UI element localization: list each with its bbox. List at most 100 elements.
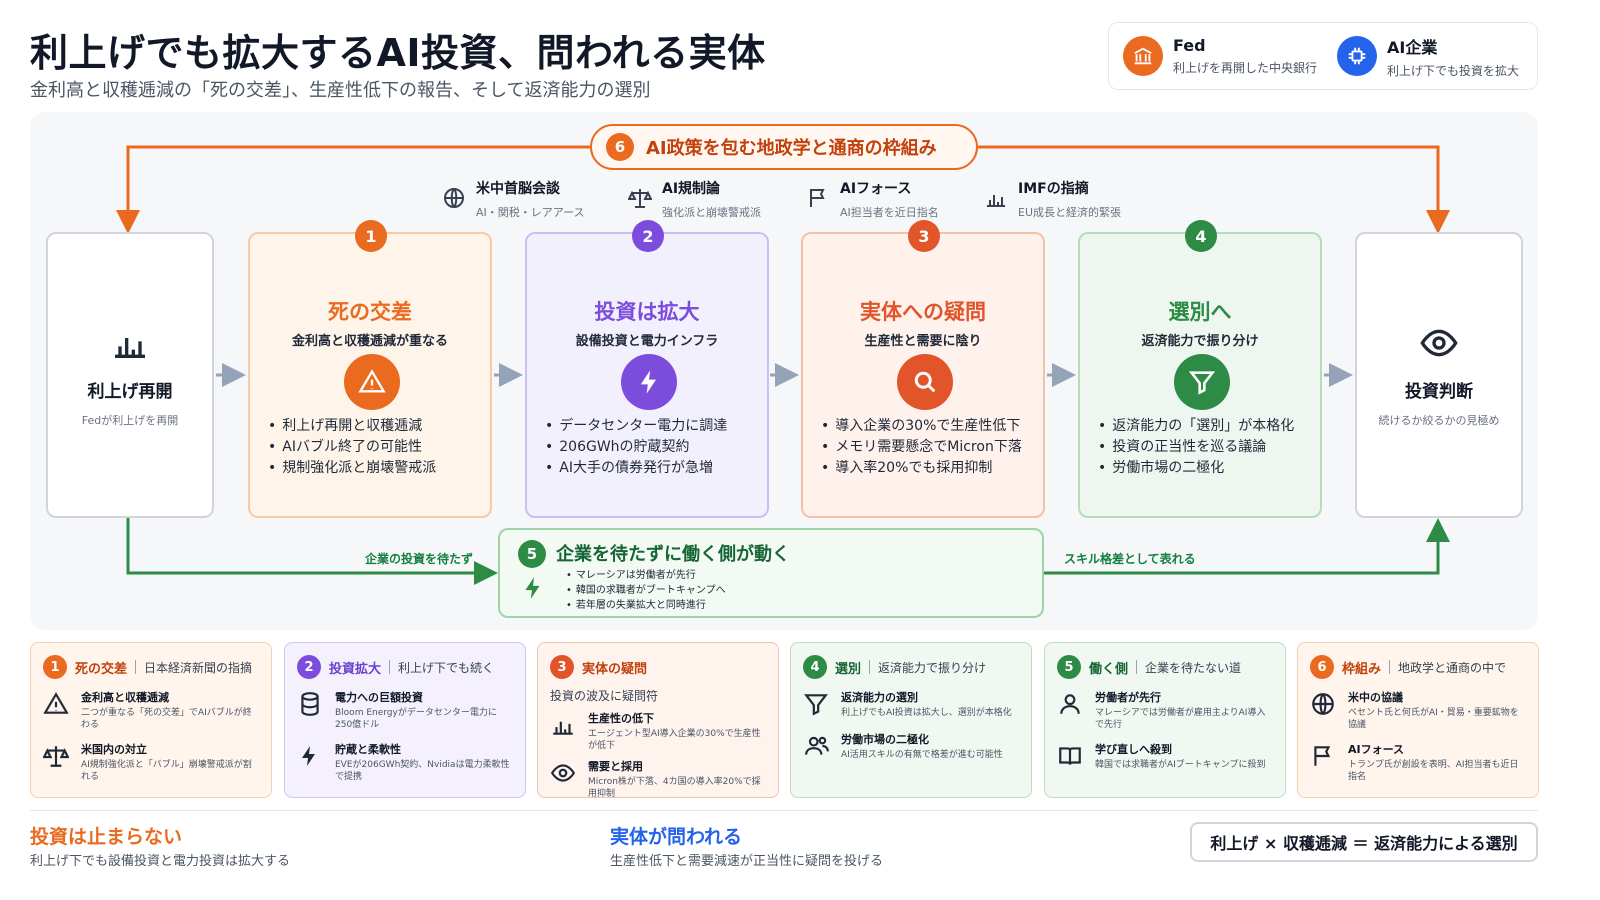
legend-item-fed: Fed 利上げを再開した中央銀行 — [1123, 36, 1317, 76]
stage-subtitle: 金利高と収穫逓減が重なる — [291, 334, 448, 349]
page-title: 利上げでも拡大するAI投資、問われる実体 — [30, 31, 766, 75]
card-item-title: 米中の協議 — [1348, 691, 1403, 704]
list-item: 韓国の求職者がブートキャンプへ — [566, 583, 726, 598]
card-item-desc: Bloom Energyがデータセンター電力に250億ドル — [335, 708, 497, 730]
investment-decision-box: 投資判断 続けるか絞るかの見極め — [1355, 232, 1523, 518]
geo-title: 米中首脳会談 — [476, 181, 560, 197]
card-item-desc: AI規制強化派と「バブル」崩壊警戒派が割れる — [81, 760, 252, 782]
geo-sub: AI・関税・レアアース — [476, 206, 585, 219]
list-item: 返済能力の「選別」が本格化 — [1098, 416, 1294, 437]
card-title: 選別 — [835, 661, 862, 677]
card-item-title: 返済能力の選別 — [841, 691, 918, 704]
lightning-icon — [525, 577, 540, 599]
card-title: 枠組み — [1342, 661, 1382, 677]
workers-move-title: 企業を待たずに働く側が動く — [556, 544, 790, 565]
bar-chart-icon — [550, 710, 578, 752]
legend: Fed 利上げを再開した中央銀行 AI企業 利上げ下でも投資を拡大 — [1108, 22, 1538, 90]
flag-icon — [810, 189, 825, 207]
globe-icon — [1310, 689, 1338, 731]
list-item: 投資の正当性を巡る議論 — [1098, 437, 1294, 458]
lightning-icon — [297, 741, 325, 783]
step-number: 3 — [908, 220, 940, 252]
chip-icon — [1337, 36, 1378, 76]
geo-title: AIフォース — [840, 181, 912, 197]
users-icon — [803, 731, 831, 763]
card-item-title: 金利高と収穫逓減 — [81, 691, 169, 704]
card-item-title: 電力への巨額投資 — [335, 691, 423, 704]
eye-icon — [1420, 329, 1458, 356]
step-number: 5 — [1057, 655, 1081, 679]
rate-hike-sub: Fedが利上げを再開 — [81, 413, 179, 427]
workers-move-bullets: マレーシアは労働者が先行 韓国の求職者がブートキャンプへ 若年層の失業拡大と同時… — [566, 568, 726, 613]
scale-icon — [628, 189, 652, 208]
list-item: 労働市場の二極化 — [1098, 458, 1294, 479]
card-item-desc: 二つが重なる「死の交差」でAIバブルが終わる — [81, 708, 252, 730]
card-title: 死の交差 — [75, 661, 128, 677]
geopolitics-banner-label: AI政策を包む地政学と通商の枠組み — [646, 138, 937, 159]
geo-item-summit: 米中首脳会談 AI・関税・レアアース — [442, 178, 585, 220]
card-item-desc: ベセント氏と何氏がAI・貿易・重要鉱物を協議 — [1348, 708, 1519, 730]
stage-title: 投資は拡大 — [594, 300, 700, 324]
step-number: 6 — [606, 133, 634, 161]
card-title: 働く側 — [1089, 661, 1129, 677]
card-item-desc: EVEが206GWh契約、Nvidiaは電力柔軟性で提携 — [335, 760, 510, 782]
bank-icon — [1123, 36, 1163, 76]
card-item-title: 労働市場の二極化 — [841, 733, 929, 746]
detail-card-3: 3 実体の疑問 投資の波及に疑問符 生産性の低下エージェント型AI導入企業の30… — [537, 642, 779, 800]
list-item: マレーシアは労働者が先行 — [566, 568, 726, 583]
formula-box: 利上げ × 収穫逓減 ＝ 返済能力による選別 — [1190, 822, 1538, 862]
step-number: 2 — [632, 220, 664, 252]
card-item-desc: AI活用スキルの有無で格差が進む可能性 — [841, 750, 1003, 760]
card-title: 投資拡大 — [329, 661, 382, 677]
page-subtitle: 金利高と収穫逓減の「死の交差」、生産性低下の報告、そして返済能力の選別 — [30, 80, 651, 101]
book-icon — [1057, 741, 1085, 773]
geopolitics-banner: 6 AI政策を包む地政学と通商の枠組み — [590, 124, 978, 170]
card-tag: 日本経済新聞の指摘 — [144, 660, 253, 675]
card-item-desc: トランプ氏が創設を表明、AI担当者も近日指名 — [1348, 760, 1519, 782]
card-item-title: 学び直しへ殺到 — [1095, 743, 1172, 756]
card-tag: 地政学と通商の中で — [1398, 660, 1507, 675]
footer-mid-sub: 生産性低下と需要減速が正当性に疑問を投げる — [610, 854, 884, 869]
search-icon — [897, 354, 953, 410]
warning-icon — [43, 689, 71, 731]
rate-hike-box: 利上げ再開 Fedが利上げを再開 — [46, 232, 214, 518]
globe-icon — [444, 188, 464, 208]
stage-title: 選別へ — [1168, 300, 1232, 324]
stage-bullets: 導入企業の30%で生産性低下 メモリ需要懸念でMicron下落 導入率20%でも… — [821, 416, 1022, 479]
card-item-desc: エージェント型AI導入企業の30%で生産性が低下 — [588, 729, 761, 751]
card-item-title: 労働者が先行 — [1095, 691, 1161, 704]
card-item-desc: Micron株が下落、4カ国の導入率20%で採用抑制 — [588, 777, 761, 799]
card-item-title: 需要と採用 — [588, 760, 643, 773]
step-number: 2 — [297, 655, 321, 679]
list-item: AI大手の債券発行が急増 — [545, 458, 727, 479]
detail-card-5: 5 働く側 企業を待たない道 労働者が先行マレーシアでは労働者が雇用主よりAI導… — [1044, 642, 1286, 798]
step-number: 5 — [518, 540, 546, 568]
user-icon — [1057, 689, 1085, 731]
list-item: メモリ需要懸念でMicron下落 — [821, 437, 1022, 458]
step-number: 4 — [1185, 220, 1217, 252]
list-item: 導入率20%でも採用抑制 — [821, 458, 1022, 479]
stage-subtitle: 設備投資と電力インフラ — [575, 334, 719, 349]
card-tag: 返済能力で振り分け — [878, 660, 987, 675]
geo-title: IMFの指摘 — [1018, 181, 1089, 197]
database-icon — [297, 689, 325, 731]
stage-bullets: 利上げ再開と収穫逓減 AIバブル終了の可能性 規制強化派と崩壊警戒派 — [268, 416, 436, 479]
card-item-title: AIフォース — [1348, 743, 1405, 756]
stage-bullets: データセンター電力に調達 206GWhの貯蔵契約 AI大手の債券発行が急増 — [545, 416, 727, 479]
step-number: 6 — [1310, 655, 1334, 679]
filter-icon — [803, 689, 831, 721]
investment-decision-sub: 続けるか絞るかの見極め — [1378, 413, 1500, 427]
geo-title: AI規制論 — [662, 181, 721, 197]
bar-chart-icon — [115, 337, 145, 358]
geo-item-imf: IMFの指摘 EU成長と経済的緊張 — [984, 178, 1121, 220]
eye-icon — [550, 758, 578, 800]
scale-icon — [42, 741, 71, 783]
card-item-title: 米国内の対立 — [81, 743, 147, 756]
list-item: 若年層の失業拡大と同時進行 — [566, 598, 726, 613]
investment-decision-title: 投資判断 — [1405, 381, 1473, 402]
card-item-desc: 韓国では求職者がAIブートキャンプに殺到 — [1095, 760, 1266, 770]
geo-item-regulation: AI規制論強化派と崩壊警戒派 — [628, 178, 761, 220]
step-number: 4 — [803, 655, 827, 679]
geo-sub: EU成長と経済的緊張 — [1018, 206, 1122, 219]
stage-death-cross: 1 死の交差 金利高と収穫逓減が重なる 利上げ再開と収穫逓減 AIバブル終了の可… — [248, 220, 492, 518]
